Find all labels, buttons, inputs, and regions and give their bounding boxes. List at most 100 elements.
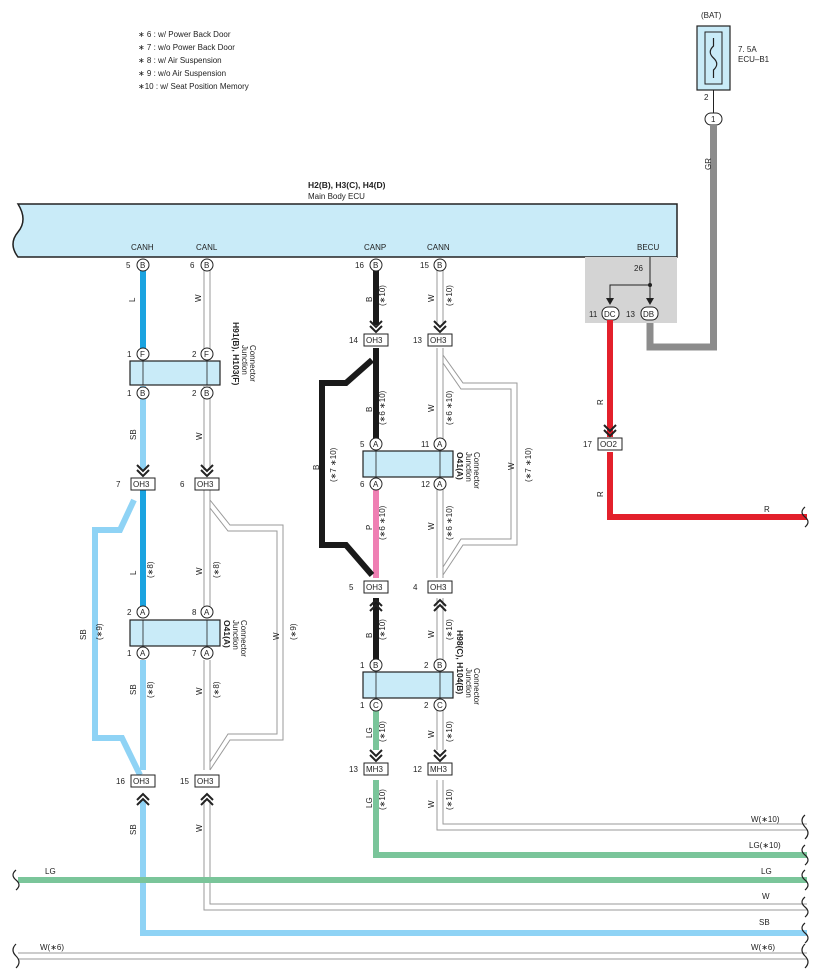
note-10: ∗10 : w/ Seat Position Memory <box>138 82 249 91</box>
wire-gr-label: GR <box>704 158 713 170</box>
o41m-pin-num: 11 <box>421 440 430 449</box>
main-body-ecu: H2(B), H3(C), H4(D) Main Body ECU CANH C… <box>12 180 678 323</box>
o41l-pin-conn: A <box>204 608 210 617</box>
label-s6-10: (∗6 ∗10) <box>378 505 387 540</box>
label-w: W <box>427 522 436 530</box>
cann-pin: 15 <box>420 261 429 270</box>
connector-pin: 4 <box>413 583 418 592</box>
label-s10: (∗10) <box>378 789 387 810</box>
chevron-icon <box>603 424 617 438</box>
label-w: W <box>195 687 204 695</box>
canh-pin: 5 <box>126 261 131 270</box>
label-w: W <box>195 567 204 575</box>
note-8: ∗ 8 : w/ Air Suspension <box>138 56 222 65</box>
bus-r: R <box>764 505 770 514</box>
label-b-bypass: B <box>312 465 321 470</box>
o41l-name2: Connector <box>239 620 248 657</box>
o41m-pin-conn: A <box>373 480 379 489</box>
label-s9: (∗9) <box>95 623 104 640</box>
o41m-code: O41(A) <box>455 452 465 480</box>
connector-id: MH3 <box>430 765 447 774</box>
chevron-icon <box>136 464 150 478</box>
o41l-pin-num: 7 <box>192 649 197 658</box>
ecu-pins: B 5 B 6 B 16 B 15 <box>126 258 447 272</box>
h91-pin-num: 1 <box>127 389 132 398</box>
label-s10: (∗10) <box>445 789 454 810</box>
connector-pin: 6 <box>180 480 185 489</box>
h91-pin-num: 2 <box>192 389 197 398</box>
label-s8: (∗8) <box>146 681 155 698</box>
connector-pin: 17 <box>583 440 592 449</box>
h98-pin-num: 1 <box>360 661 365 670</box>
o41l-pin-num: 2 <box>127 608 132 617</box>
canp-conn: B <box>373 261 378 270</box>
ecu-terminal-cann: CANN <box>427 243 450 252</box>
label-w: W <box>195 824 204 832</box>
break-marks <box>12 506 809 969</box>
label-w: W <box>427 800 436 808</box>
label-sb-bypass: SB <box>79 629 88 640</box>
label-w-bypass: W <box>507 462 516 470</box>
label-s8: (∗8) <box>212 561 221 578</box>
connector-id: OH3 <box>366 583 383 592</box>
inline-connector-mh3: MH3 12 <box>413 749 453 776</box>
becu-dc-conn: DC <box>604 310 616 319</box>
fuse-pin: 2 <box>704 93 709 102</box>
wire-labels: L W B (∗10) W (∗10) SB W B (∗6 ∗10) W (∗… <box>79 285 605 835</box>
o41m-pin-num: 12 <box>421 480 430 489</box>
h91-pin-conn: F <box>204 350 209 359</box>
h91-pin-num: 2 <box>192 350 197 359</box>
chevron-icon <box>433 749 447 763</box>
bus-w10: W(∗10) <box>751 815 780 824</box>
o41m-pin-conn: A <box>437 440 443 449</box>
junction-o41-left: A 2 A 8 A 1 A 7 O41(A) Junction Connecto… <box>127 605 248 660</box>
h91-name: Junction <box>240 345 249 375</box>
chevron-icon <box>136 792 150 806</box>
label-w-bypass: W <box>272 632 281 640</box>
fuse-name: ECU–B1 <box>738 55 770 64</box>
h98-pin-conn: C <box>437 701 443 710</box>
cann-conn: B <box>437 261 442 270</box>
h98-pin-num: 2 <box>424 701 429 710</box>
h91-pin-conn: B <box>140 389 145 398</box>
bus-lg10: LG(∗10) <box>749 841 781 850</box>
h98-name2: Connector <box>472 668 481 705</box>
o41m-pin-conn: A <box>373 440 379 449</box>
connector-id: OH3 <box>430 336 447 345</box>
bus-w: W <box>762 892 770 901</box>
label-b: B <box>365 407 374 412</box>
h91-name2: Connector <box>248 345 257 382</box>
canp-pin: 16 <box>355 261 364 270</box>
connector-pin: 12 <box>413 765 422 774</box>
bus-w6-right: W(∗6) <box>751 943 775 952</box>
h91-code: H91(B), H103(F) <box>231 322 241 385</box>
canl-conn: B <box>204 261 209 270</box>
o41l-pin-conn: A <box>140 649 146 658</box>
connector-pin: 5 <box>349 583 354 592</box>
o41m-pin-num: 6 <box>360 480 365 489</box>
h98-pin-conn: C <box>373 701 379 710</box>
o41m-name: Junction <box>464 452 473 482</box>
h98-code: H98(C), H104(B) <box>455 630 465 694</box>
ecu-terminal-canl: CANL <box>196 243 218 252</box>
label-s6-10: (∗6 ∗10) <box>445 390 454 425</box>
ecu-name: Main Body ECU <box>308 192 365 201</box>
option-notes: ∗ 6 : w/ Power Back Door ∗ 7 : w/o Power… <box>138 30 249 91</box>
o41l-code: O41(A) <box>222 620 232 648</box>
fuse-ecu-b1: (BAT) 7. 5A ECU–B1 2 1 <box>696 11 770 126</box>
note-9: ∗ 9 : w/o Air Suspension <box>138 69 226 78</box>
label-s9: (∗9) <box>289 623 298 640</box>
connector-id: MH3 <box>366 765 383 774</box>
label-w: W <box>427 404 436 412</box>
label-s8: (∗8) <box>146 561 155 578</box>
label-cann-w: W <box>427 294 436 302</box>
label-s8: (∗8) <box>212 681 221 698</box>
connector-pin: 13 <box>349 765 358 774</box>
label-sb: SB <box>129 429 138 440</box>
h98-pin-conn: B <box>437 661 442 670</box>
connector-id: OH3 <box>430 583 447 592</box>
connector-pin: 16 <box>116 777 125 786</box>
